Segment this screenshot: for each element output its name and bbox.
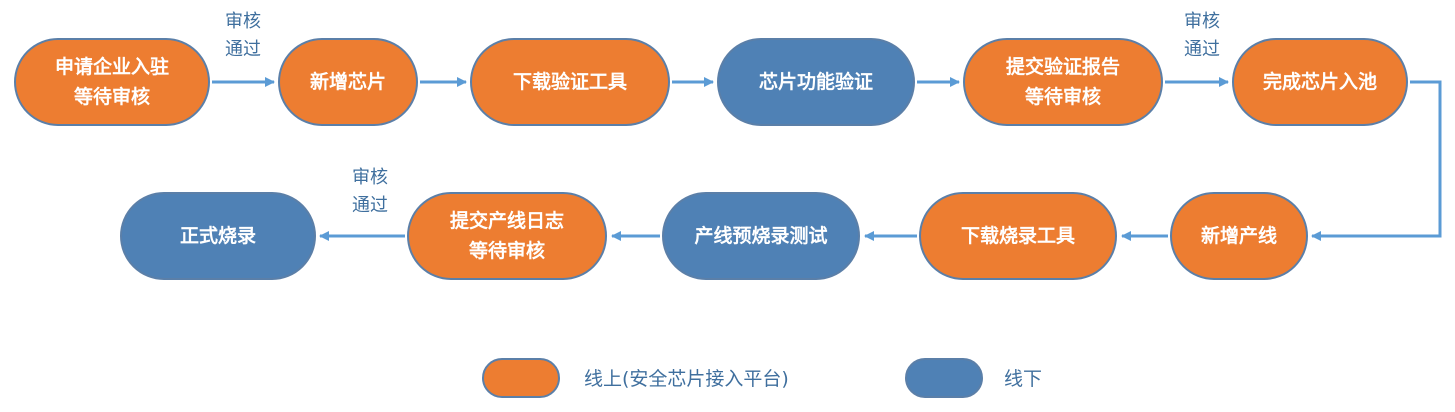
node-chip-function-verify: 芯片功能验证 — [717, 38, 915, 126]
node-add-production-line: 新增产线 — [1170, 192, 1308, 280]
node-chip-function-verify-label: 芯片功能验证 — [758, 71, 873, 93]
node-add-chip-label: 新增芯片 — [309, 71, 386, 93]
node-add-chip: 新增芯片 — [278, 38, 418, 126]
node-submit-verify-report: 提交验证报告 等待审核 — [963, 38, 1163, 126]
edge-label-approved-2: 审核 通过 — [1184, 11, 1220, 60]
legend-swatch-online — [482, 358, 560, 398]
node-apply-enterprise-label: 申请企业入驻 等待审核 — [54, 56, 169, 108]
node-submit-line-log-label: 提交产线日志 等待审核 — [449, 210, 564, 262]
legend-label-offline: 线下 — [1004, 368, 1043, 390]
node-download-verify-tool: 下载验证工具 — [470, 38, 670, 126]
node-line-preburn-test-label: 产线预烧录测试 — [694, 225, 828, 247]
node-add-production-line-label: 新增产线 — [1200, 225, 1277, 247]
node-download-burn-tool: 下载烧录工具 — [919, 192, 1117, 280]
node-download-burn-tool-label: 下载烧录工具 — [960, 225, 1075, 247]
node-apply-enterprise: 申请企业入驻 等待审核 — [14, 38, 210, 126]
edge-label-approved-1: 审核 通过 — [225, 11, 261, 60]
node-submit-verify-report-label: 提交验证报告 等待审核 — [1005, 56, 1120, 108]
node-formal-burn: 正式烧录 — [120, 192, 316, 280]
node-download-verify-tool-label: 下载验证工具 — [512, 71, 627, 93]
legend-swatch-offline — [905, 358, 983, 398]
legend-label-online: 线上(安全芯片接入平台) — [584, 368, 789, 390]
node-formal-burn-label: 正式烧录 — [179, 225, 256, 247]
node-line-preburn-test: 产线预烧录测试 — [662, 192, 860, 280]
arrow-chip-pool-to-add-line — [1311, 80, 1442, 241]
node-chip-into-pool-label: 完成芯片入池 — [1262, 71, 1377, 93]
node-chip-into-pool: 完成芯片入池 — [1232, 38, 1408, 126]
node-submit-line-log: 提交产线日志 等待审核 — [407, 192, 607, 280]
edge-label-approved-3: 审核 通过 — [352, 167, 388, 216]
